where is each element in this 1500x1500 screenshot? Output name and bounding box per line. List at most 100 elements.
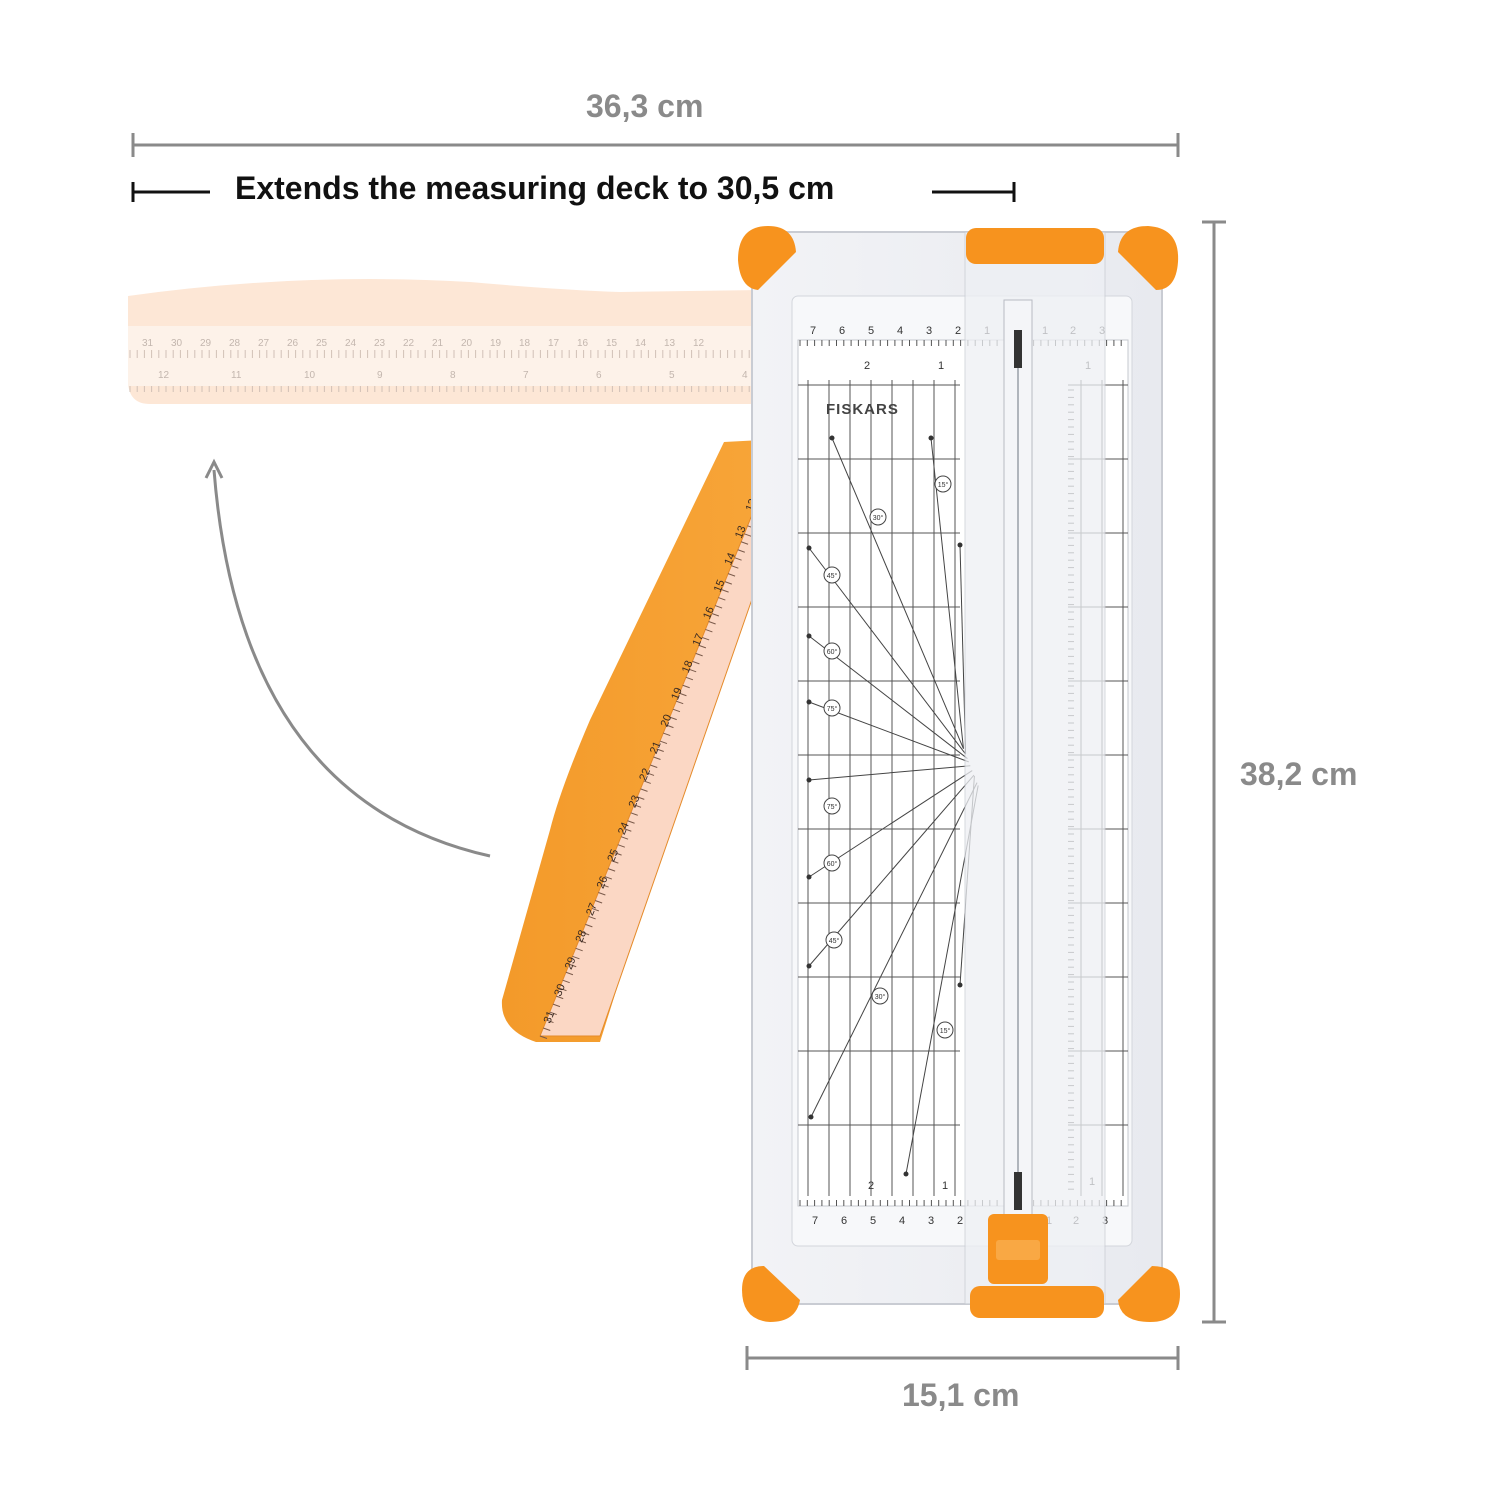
ruler-tick [556, 995, 564, 1000]
top-clamp-bar [966, 228, 1104, 264]
ruler-tick [714, 605, 723, 609]
angle-line [810, 782, 978, 1118]
svg-text:75°: 75° [827, 705, 838, 713]
svg-text:3: 3 [928, 1215, 934, 1227]
svg-text:5: 5 [870, 1215, 876, 1227]
svg-text:6: 6 [841, 1215, 847, 1227]
swing-arm[interactable]: 1213141516171819202122232425262728293031 [501, 392, 796, 1042]
ruler-number: 7 [523, 370, 529, 381]
ruler-tick [575, 947, 583, 952]
ruler-number: 24 [616, 821, 632, 837]
ruler-tick [698, 644, 707, 649]
svg-text:7: 7 [812, 1215, 818, 1227]
ruler-number: 4 [742, 370, 748, 381]
ruler-number: 6 [596, 370, 602, 381]
ruler-tick [543, 1027, 551, 1031]
ruler-tick [718, 597, 726, 601]
ruler-number: 30 [171, 338, 183, 349]
ruler-tick [624, 828, 632, 832]
ruler-tick [637, 796, 645, 800]
bottom-clamp-bar [970, 1286, 1104, 1318]
blade-carriage[interactable] [988, 1214, 1048, 1284]
ruler-number: 27 [258, 338, 270, 349]
ruler-tick [721, 589, 729, 593]
ruler-tick [630, 812, 638, 816]
angle-badges-left: 45° 60° 75° 75° 60° 45° [823, 566, 843, 949]
ruler-tick [594, 900, 603, 904]
cutting-rail[interactable] [964, 231, 1106, 1305]
svg-text:1: 1 [942, 1180, 948, 1192]
ruler-number: 27 [584, 901, 600, 917]
svg-text:60°: 60° [827, 860, 838, 868]
ruler-tick [740, 541, 749, 545]
ruler-number: 21 [432, 338, 444, 349]
brand-logo: FISKARS [826, 401, 899, 418]
svg-text:2: 2 [957, 1215, 963, 1227]
base-width-label: 15,1 cm [902, 1377, 1020, 1413]
height-label: 38,2 cm [1240, 756, 1358, 792]
ruler-number: 28 [574, 928, 590, 944]
ruler-tick [711, 613, 720, 617]
ruler-tick [601, 884, 609, 888]
ruler-number: 19 [490, 338, 502, 349]
ruler-tick [663, 732, 671, 737]
ruler-tick [737, 549, 745, 553]
svg-text:75°: 75° [827, 803, 838, 811]
ruler-tick [552, 1003, 561, 1008]
ruler-number: 14 [722, 551, 738, 567]
ruler-tick [656, 748, 664, 752]
ruler-number: 29 [563, 955, 579, 971]
ruler-tick [666, 724, 674, 729]
ruler-number: 18 [519, 338, 531, 349]
svg-text:5: 5 [868, 325, 874, 337]
ruler-tick [578, 939, 587, 944]
ruler-tick [539, 1035, 548, 1039]
ruler-tick [569, 963, 577, 968]
svg-text:7: 7 [810, 325, 816, 337]
ruler-number: 31 [142, 338, 154, 349]
ruler-number: 22 [637, 767, 653, 783]
ruler-number: 18 [680, 659, 696, 675]
svg-text:6: 6 [839, 325, 845, 337]
angle-point [806, 545, 812, 551]
ruler-tick [565, 971, 574, 976]
ruler-tick [650, 764, 658, 768]
svg-text:2: 2 [955, 325, 961, 337]
ruler-number: 23 [627, 794, 643, 810]
ruler-number: 12 [693, 338, 705, 349]
dimension-lines [131, 133, 1226, 1370]
ruler-tick [646, 772, 655, 776]
ruler-tick [659, 740, 668, 745]
angle-line [930, 437, 964, 749]
angle-point [903, 1171, 909, 1177]
ruler-number: 20 [461, 338, 473, 349]
angle-line [808, 765, 971, 781]
rotate-arrow [204, 458, 491, 858]
ruler-tick [572, 955, 580, 960]
ruler-tick [705, 628, 713, 633]
ruler-tick [585, 923, 593, 928]
angle-point [928, 435, 934, 441]
svg-text:4: 4 [897, 325, 903, 337]
ruler-number: 26 [287, 338, 299, 349]
ruler-tick [731, 565, 739, 569]
ruler-number: 14 [635, 338, 647, 349]
svg-text:3: 3 [926, 325, 932, 337]
ruler-number: 31 [542, 1009, 558, 1025]
ruler-tick [617, 844, 625, 848]
ruler-tick [685, 676, 694, 681]
ruler-number: 12 [158, 370, 170, 381]
ruler-number: 17 [548, 338, 560, 349]
total-width-label: 36,3 cm [586, 88, 704, 124]
ruler-tick [682, 684, 690, 689]
ruler-tick [581, 931, 590, 936]
ruler-number: 24 [345, 338, 357, 349]
angle-point [806, 699, 812, 705]
ruler-tick [653, 756, 661, 760]
svg-text:15°: 15° [938, 481, 949, 489]
svg-text:2: 2 [868, 1180, 874, 1192]
ruler-tick [734, 557, 742, 561]
ruler-number: 25 [605, 848, 621, 864]
ruler-number: 13 [733, 524, 749, 540]
